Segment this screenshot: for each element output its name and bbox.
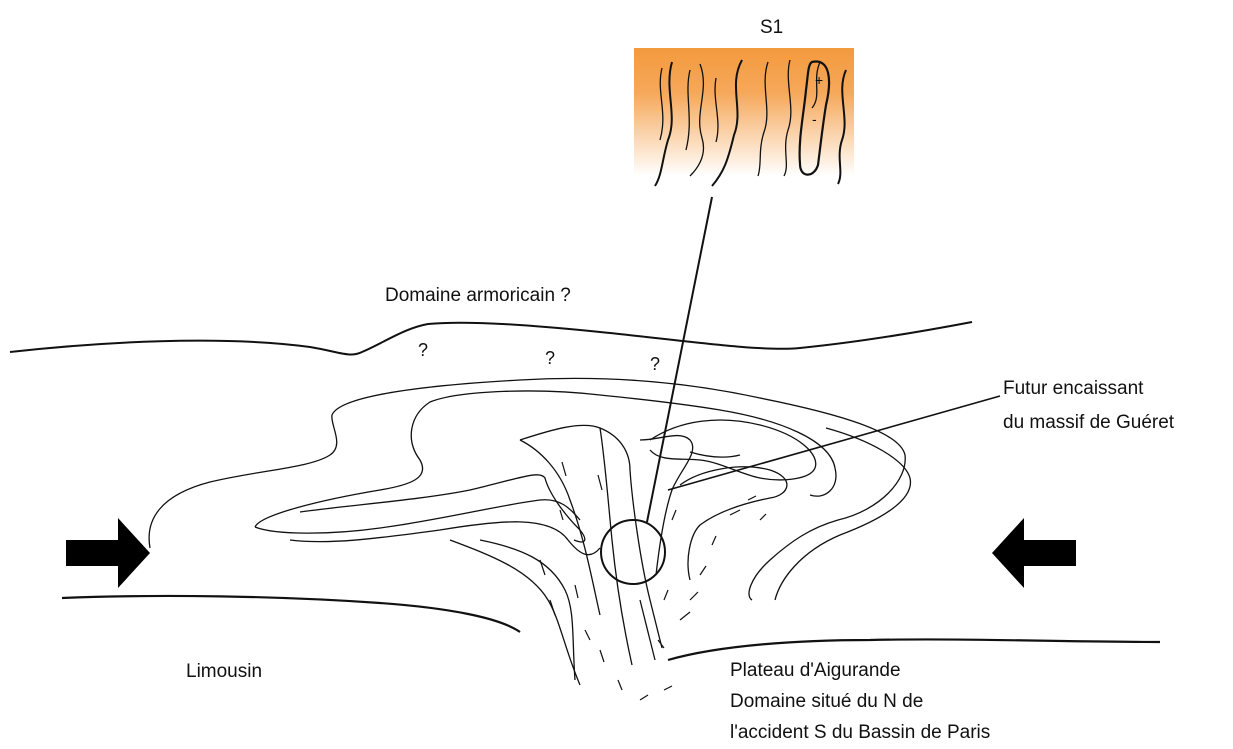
- left-lower-limb: [480, 540, 575, 680]
- fold-structure: [149, 378, 910, 685]
- left-compression-arrow: [66, 518, 150, 588]
- central-tongue: [520, 425, 662, 648]
- armorican-boundary: [10, 322, 972, 355]
- mid-fold-inner-left: [255, 500, 580, 533]
- s1-label: S1: [760, 16, 783, 40]
- inner-fold-left-lower: [290, 522, 600, 555]
- outer-fold-envelope: [149, 378, 905, 600]
- central-tongue-left: [520, 440, 600, 615]
- aigurande-boundary: [668, 639, 1160, 660]
- left-lower-limb-2: [450, 540, 580, 685]
- armorican-domain-label: Domaine armoricain ?: [385, 284, 571, 308]
- right-fold-hook: [690, 452, 740, 457]
- futur-encaissant-label-line2: du massif de Guéret: [1003, 411, 1174, 435]
- limousin-boundary: [62, 596, 520, 632]
- question-mark: ?: [545, 348, 555, 369]
- question-mark: ?: [650, 354, 660, 375]
- plateau-label-line2: Domaine situé du N de: [730, 690, 923, 714]
- futur-encaissant-label-line1: Futur encaissant: [1003, 377, 1143, 401]
- s1-inset: + -: [634, 48, 854, 186]
- limousin-label: Limousin: [186, 660, 262, 684]
- central-column-right: [640, 436, 693, 575]
- right-compression-arrow: [992, 518, 1076, 588]
- central-column-left: [600, 428, 632, 665]
- right-fold-lower: [680, 467, 787, 580]
- plateau-label-line1: Plateau d'Aigurande: [730, 659, 901, 683]
- s1-plus-sign: +: [815, 72, 823, 88]
- question-mark: ?: [418, 340, 428, 361]
- s1-minus-sign: -: [812, 111, 817, 127]
- s1-inset-background: [634, 48, 854, 176]
- plateau-label-line3: l'accident S du Bassin de Paris: [730, 721, 990, 745]
- zoom-circle: [601, 520, 665, 584]
